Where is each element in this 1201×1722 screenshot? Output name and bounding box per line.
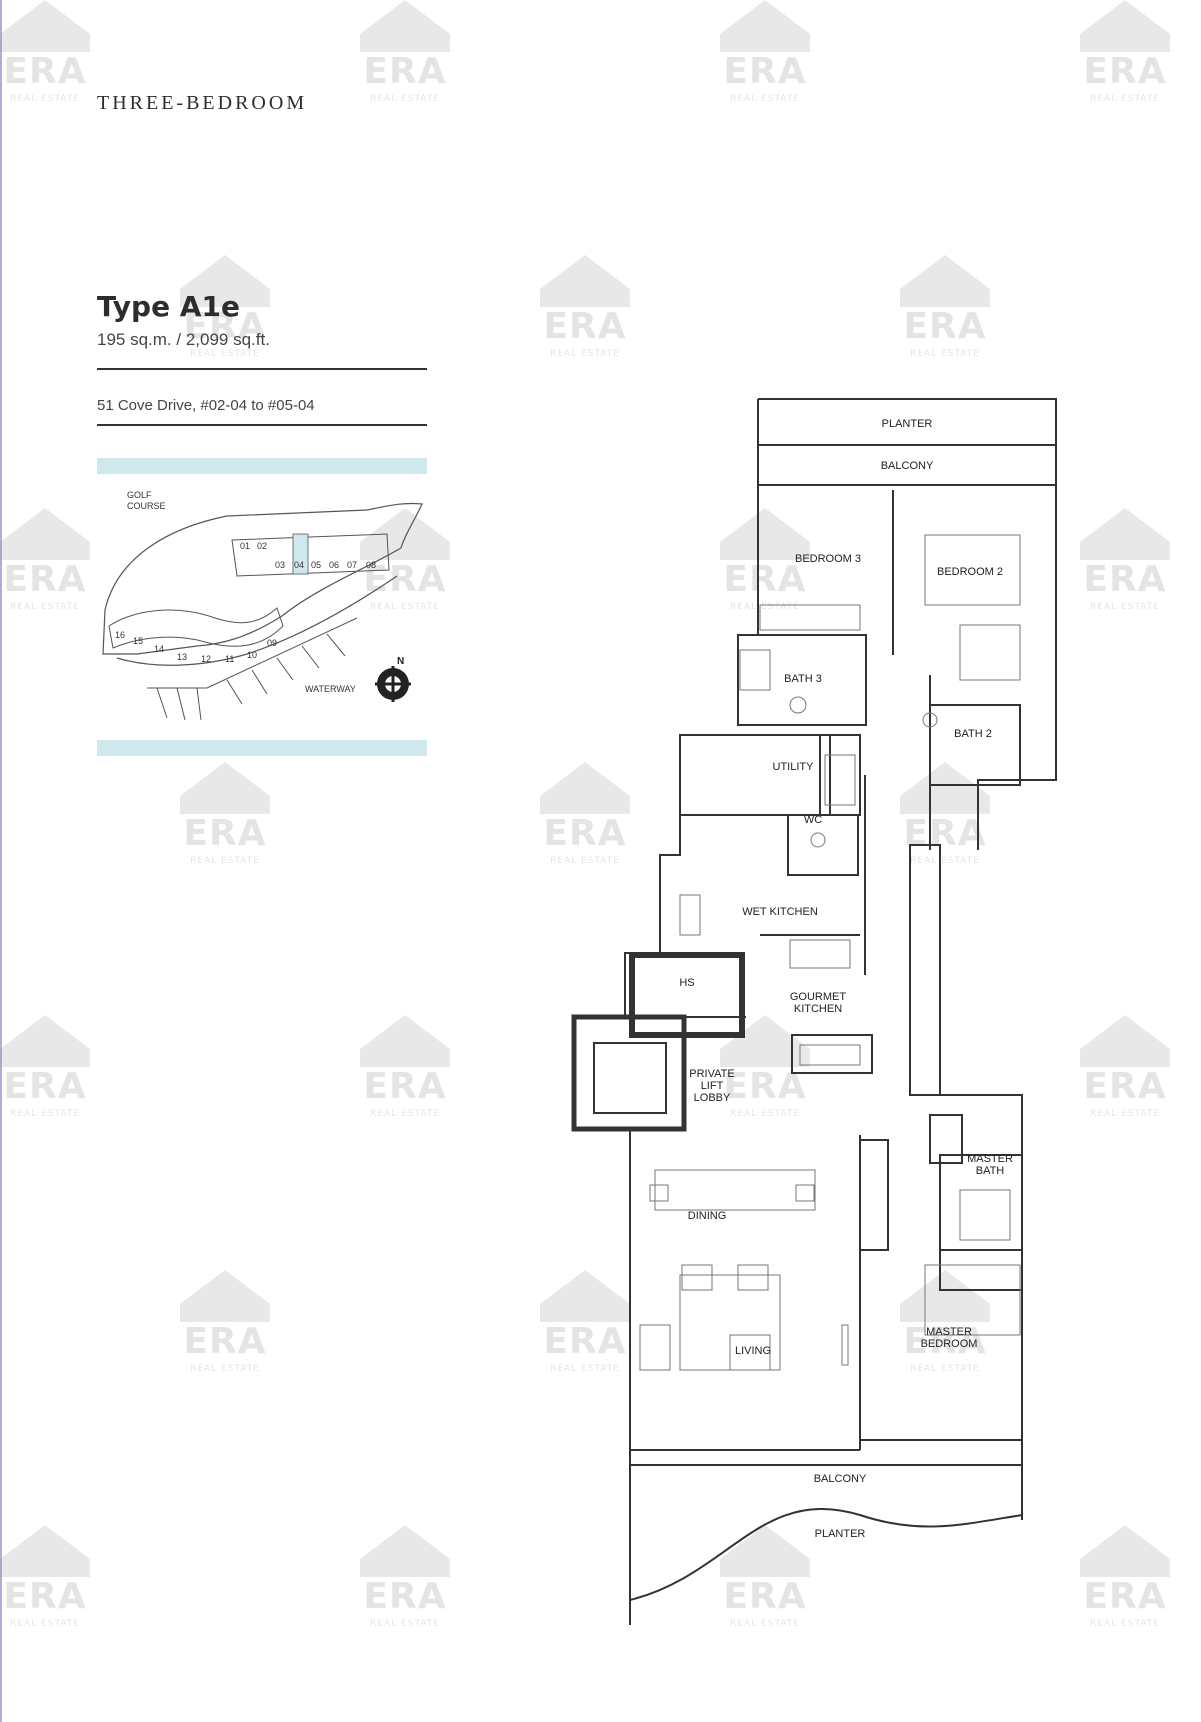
waterway-label: WATERWAY <box>305 684 356 694</box>
furniture <box>639 534 1021 1371</box>
lower-block <box>108 607 284 649</box>
floor-plan: PLANTER BALCONY BEDROOM 3 BEDROOM 2 BATH… <box>571 398 1057 1625</box>
unit-label-07: 07 <box>347 560 357 570</box>
unit-label-13: 13 <box>177 652 187 662</box>
site-plan-top-band <box>97 458 427 474</box>
unit-label-03: 03 <box>275 560 285 570</box>
room-label-balcony: BALCONY <box>881 460 934 472</box>
room-label-planter: PLANTER <box>882 418 933 430</box>
divider <box>97 424 427 426</box>
north-label: N <box>397 656 404 667</box>
room-label-utility: UTILITY <box>773 761 815 773</box>
unit-label-11: 11 <box>225 654 234 664</box>
room-label-bath-2: BATH 2 <box>954 728 992 740</box>
site-plan-bottom-band <box>97 740 427 756</box>
unit-label-06: 06 <box>329 560 339 570</box>
unit-label-04: 04 <box>294 560 304 570</box>
unit-label-05: 05 <box>311 560 321 570</box>
room-label-private-lift-lobby-2: LIFT <box>701 1080 724 1092</box>
unit-category: THREE-BEDROOM <box>97 92 308 114</box>
room-label-master-bath: MASTER <box>967 1153 1013 1165</box>
room-label-wc: WC <box>804 814 822 826</box>
room-label-master-bedroom-2: BEDROOM <box>921 1338 978 1350</box>
site-boundary <box>102 502 423 655</box>
upper-block <box>231 533 390 577</box>
room-label-bedroom-2: BEDROOM 2 <box>937 566 1003 578</box>
room-label-gourmet-kitchen: GOURMET <box>790 991 847 1003</box>
unit-label-10: 10 <box>247 650 257 660</box>
unit-label-08: 08 <box>366 560 376 570</box>
room-label-gourmet-kitchen-2: KITCHEN <box>794 1003 842 1015</box>
room-label-bedroom-3: BEDROOM 3 <box>795 553 861 565</box>
room-label-balcony-bottom: BALCONY <box>814 1473 867 1485</box>
unit-label-01: 01 <box>240 541 250 551</box>
room-label-master-bedroom: MASTER <box>926 1326 972 1338</box>
room-label-dining: DINING <box>688 1210 727 1222</box>
site-plan: 01 02 03 04 05 06 07 08 09 10 11 12 13 1… <box>97 458 427 756</box>
marina-jetties <box>147 617 358 721</box>
unit-label-02: 02 <box>257 541 267 551</box>
room-label-hs: HS <box>679 977 694 989</box>
unit-type-title: Type A1e <box>97 290 240 323</box>
walls <box>571 398 1057 1625</box>
golf-course-label-2: COURSE <box>127 501 166 511</box>
divider <box>97 368 427 370</box>
unit-label-14: 14 <box>154 644 164 654</box>
room-label-wet-kitchen: WET KITCHEN <box>742 906 818 918</box>
room-label-master-bath-2: BATH <box>976 1165 1005 1177</box>
unit-label-12: 12 <box>201 654 211 664</box>
unit-label-15: 15 <box>133 636 143 646</box>
room-label-private-lift-lobby: PRIVATE <box>689 1068 734 1080</box>
unit-label-09: 09 <box>267 638 277 648</box>
unit-area: 195 sq.m. / 2,099 sq.ft. <box>97 330 270 349</box>
unit-address: 51 Cove Drive, #02-04 to #05-04 <box>97 397 315 414</box>
page-edge <box>0 0 2 1722</box>
room-label-living: LIVING <box>735 1345 771 1357</box>
north-compass-icon: N <box>375 656 411 702</box>
room-label-bath-3: BATH 3 <box>784 673 822 685</box>
room-label-planter-bottom: PLANTER <box>815 1528 866 1540</box>
golf-course-label: GOLF <box>127 490 152 500</box>
waterfront-edge <box>116 575 398 666</box>
room-label-private-lift-lobby-3: LOBBY <box>694 1092 731 1104</box>
highlighted-unit-04 <box>292 533 309 575</box>
unit-label-16: 16 <box>115 630 125 640</box>
